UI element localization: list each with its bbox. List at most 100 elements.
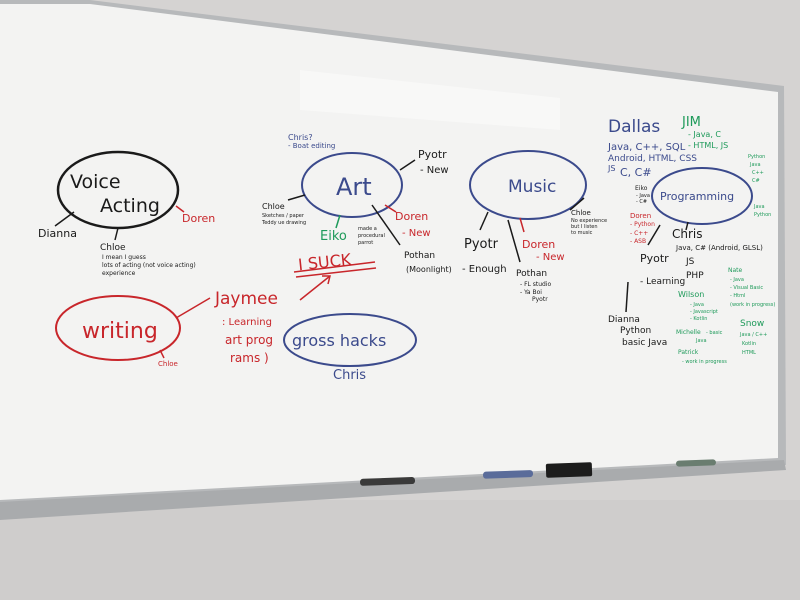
prog-dianna-l2: basic Java bbox=[622, 338, 667, 348]
programming-bubble bbox=[651, 167, 753, 225]
connector bbox=[335, 214, 341, 229]
music-pyotr-note: - Enough bbox=[462, 264, 507, 275]
voice-dianna: Dianna bbox=[38, 227, 77, 240]
prog-nate-l2: - Visual Basic bbox=[730, 285, 763, 291]
art-doren: Doren bbox=[395, 210, 428, 223]
prog-jim-l2: - HTML, JS bbox=[688, 141, 728, 150]
whiteboard-surface bbox=[0, 4, 778, 500]
music-pothan-note2: - Ya Boi bbox=[520, 289, 542, 296]
prog-wilson-l1: - Java bbox=[690, 302, 704, 308]
connector bbox=[685, 221, 689, 231]
art-doren-new: - New bbox=[402, 228, 431, 239]
eraser bbox=[545, 462, 593, 478]
connector bbox=[287, 194, 306, 201]
prog-doren: Doren bbox=[630, 212, 651, 220]
prog-wilson: Wilson bbox=[678, 290, 704, 299]
arrow bbox=[299, 275, 331, 301]
art-chloe-note1: Sketches / paper bbox=[262, 213, 305, 219]
connector bbox=[371, 204, 401, 246]
music-label: Music bbox=[508, 177, 556, 197]
marker-green bbox=[676, 459, 716, 467]
prog-chris-l1: Java, C# (Android, GLSL) bbox=[675, 244, 763, 252]
connector bbox=[54, 211, 75, 227]
connector bbox=[569, 197, 585, 211]
marker-blue bbox=[483, 470, 534, 479]
prog-snow: Snow bbox=[740, 319, 764, 329]
music-pothan-note1: - FL studio bbox=[520, 281, 552, 288]
writing-label: writing bbox=[82, 319, 158, 344]
prog-dallas-l1: Java, C++, SQL bbox=[607, 142, 686, 153]
voice-acting-cluster: Voice Acting Dianna Chloe I mean I guess… bbox=[38, 150, 196, 277]
prog-chris: Chris bbox=[672, 227, 703, 241]
writing-chloe: Chloe bbox=[158, 360, 178, 368]
music-chloe-note3: to music bbox=[571, 230, 593, 236]
art-eiko: Eiko bbox=[320, 229, 347, 244]
music-pothan: Pothan bbox=[516, 269, 547, 279]
connector bbox=[507, 219, 521, 263]
prog-dallas-l4: C, C# bbox=[620, 166, 652, 179]
prog-wilson-l3: - Kotlin bbox=[690, 316, 707, 322]
underline bbox=[293, 261, 376, 273]
music-chloe-note2: but I listen bbox=[571, 224, 598, 230]
art-eiko-note2: procedural bbox=[358, 233, 385, 239]
prog-right-l2: Java bbox=[749, 162, 761, 168]
prog-michelle: Michelle bbox=[676, 329, 701, 336]
prog-chris-l2: JS bbox=[685, 257, 695, 267]
connector bbox=[399, 159, 416, 171]
prog-patrick: Patrick bbox=[678, 349, 699, 356]
prog-jim: JIM bbox=[681, 115, 701, 130]
gross-hacks-bubble bbox=[283, 313, 417, 367]
prog-doren-l1: - Python bbox=[630, 221, 655, 228]
gross-hacks-chris: Chris bbox=[333, 368, 366, 383]
art-pothan-note: (Moonlight) bbox=[406, 265, 452, 274]
art-cluster: Art Chris? - Boat editing Pyotr - New Ch… bbox=[261, 133, 452, 278]
music-cluster: Music Chloe No experience but I listen t… bbox=[462, 150, 607, 303]
voice-doren: Doren bbox=[175, 205, 215, 225]
prog-dallas-l2: Android, HTML, CSS bbox=[608, 154, 697, 164]
prog-nate: Nate bbox=[728, 267, 743, 274]
prog-snow-l2: Kotlin bbox=[742, 341, 756, 347]
art-pothan: Pothan bbox=[404, 251, 435, 261]
voice-chloe: Chloe bbox=[100, 243, 126, 253]
prog-dallas: Dallas bbox=[608, 117, 660, 137]
prog-right-l5: Java bbox=[753, 204, 765, 210]
music-chloe: Chloe bbox=[571, 209, 591, 217]
voice-acting-label-line2: Acting bbox=[100, 195, 160, 217]
connector bbox=[175, 297, 211, 319]
art-chloe-note2: Teddy ue drawing bbox=[261, 220, 306, 226]
prog-jim-l1: - Java, C bbox=[688, 130, 721, 139]
music-chloe-note1: No experience bbox=[571, 218, 607, 224]
prog-michelle-l2: Java bbox=[695, 338, 707, 344]
gross-hacks-label: gross hacks bbox=[292, 331, 386, 350]
prog-right-l4: C# bbox=[752, 178, 760, 184]
art-pyotr: Pyotr bbox=[418, 148, 447, 161]
art-label: Art bbox=[336, 173, 372, 201]
prog-snow-l1: Java / C++ bbox=[739, 332, 767, 338]
programming-cluster: Dallas Java, C++, SQL Android, HTML, CSS… bbox=[607, 115, 775, 365]
music-pothan-note3: Pyotr bbox=[532, 296, 548, 303]
prog-right-l3: C++ bbox=[752, 170, 764, 176]
music-doren: Doren bbox=[522, 238, 555, 251]
voice-acting-label-line1: Voice bbox=[70, 171, 121, 193]
prog-pyotr: Pyotr bbox=[640, 252, 669, 265]
art-bubble bbox=[301, 152, 403, 218]
programming-label: Programming bbox=[660, 190, 734, 203]
prog-nate-l4: (work in progress) bbox=[730, 302, 775, 308]
music-pyotr: Pyotr bbox=[464, 237, 499, 252]
voice-chloe-note1: I mean I guess bbox=[102, 254, 146, 261]
connector bbox=[625, 281, 629, 313]
writing-jaymee-l3: rams ) bbox=[230, 351, 269, 365]
art-chris-top2: - Boat editing bbox=[288, 142, 335, 150]
prog-dallas-l3: JS bbox=[607, 164, 615, 173]
prog-right-l1: Python bbox=[748, 154, 765, 160]
arrow-head bbox=[322, 275, 331, 285]
connector bbox=[114, 227, 119, 241]
prog-doren-l2: - C++ bbox=[630, 230, 648, 237]
prog-doren-l3: - ASB bbox=[630, 238, 646, 245]
connector bbox=[479, 211, 489, 231]
prog-dianna: Dianna bbox=[608, 315, 640, 325]
writing-cluster: writing Jaymee : Learning art prog rams … bbox=[55, 275, 331, 368]
writing-jaymee-l1: : Learning bbox=[222, 317, 272, 328]
prog-right-l6: Python bbox=[754, 212, 771, 218]
